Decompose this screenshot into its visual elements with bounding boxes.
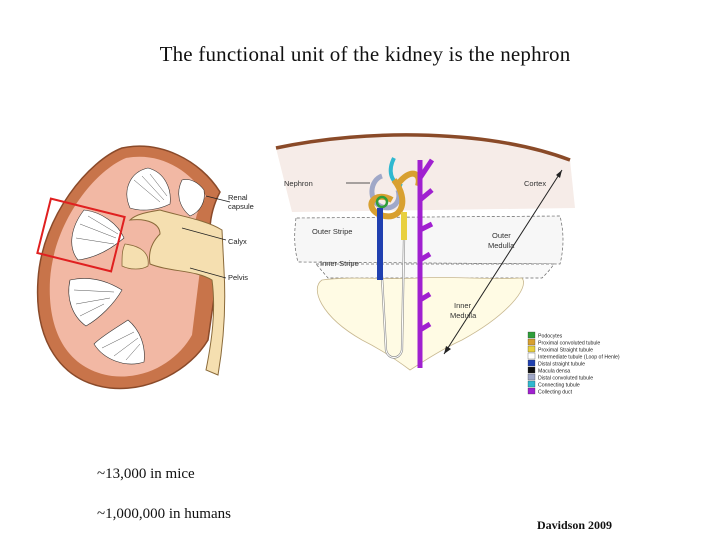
inner-medulla-label-2: Medulla bbox=[450, 311, 477, 320]
outer-medulla-label-2: Medulla bbox=[488, 241, 515, 250]
human-nephron-count: ~1,000,000 in humans bbox=[97, 506, 231, 522]
renal-capsule-label-1: Renal bbox=[228, 193, 248, 202]
glomerulus-icon bbox=[375, 195, 389, 209]
cortex-label: Cortex bbox=[524, 179, 546, 188]
renal-capsule-label-2: capsule bbox=[228, 202, 254, 211]
legend-item: Collecting duct bbox=[527, 387, 573, 396]
svg-text:Intermediate tubule (Loop of H: Intermediate tubule (Loop of Henle) bbox=[538, 355, 620, 361]
legend-item: Distal convoluted tubule bbox=[527, 373, 593, 382]
svg-text:Connecting tubule: Connecting tubule bbox=[538, 383, 580, 389]
svg-text:Distal straight tubule: Distal straight tubule bbox=[538, 362, 585, 368]
legend-item: Proximal convoluted tubule bbox=[527, 338, 600, 347]
inner-medulla-label-1: Inner bbox=[454, 301, 472, 310]
legend-item: Macula densa bbox=[527, 366, 570, 375]
slide-title: The functional unit of the kidney is the… bbox=[159, 42, 571, 66]
svg-text:Podocytes: Podocytes bbox=[538, 334, 563, 340]
kidney-cross-section: Renal capsule Calyx Pelvis bbox=[36, 145, 254, 390]
svg-text:Collecting duct: Collecting duct bbox=[538, 390, 573, 396]
legend-item: Distal straight tubule bbox=[527, 359, 585, 368]
collecting-duct bbox=[417, 158, 435, 368]
legend-item: Intermediate tubule (Loop of Henle) bbox=[527, 352, 620, 361]
kidney-nephron-diagram: Renal capsule Calyx Pelvis bbox=[36, 133, 620, 396]
pelvis-label: Pelvis bbox=[228, 273, 248, 282]
calyx-label: Calyx bbox=[228, 237, 247, 246]
source-credit: Davidson 2009 bbox=[537, 518, 613, 532]
svg-text:Proximal Straight tubule: Proximal Straight tubule bbox=[538, 348, 593, 354]
svg-text:Distal convoluted tubule: Distal convoluted tubule bbox=[538, 376, 593, 382]
legend-item: Podocytes bbox=[527, 331, 563, 340]
svg-text:Proximal convoluted tubule: Proximal convoluted tubule bbox=[538, 341, 600, 347]
inner-stripe-label: Inner Stripe bbox=[320, 259, 359, 268]
nephron-zones: Nephron Cortex Outer Stripe Inner Stripe… bbox=[275, 133, 575, 371]
legend-item: Proximal Straight tubule bbox=[527, 345, 593, 354]
mice-nephron-count: ~13,000 in mice bbox=[97, 466, 195, 482]
nephron-label: Nephron bbox=[284, 179, 313, 188]
outer-stripe-label: Outer Stripe bbox=[312, 227, 352, 236]
selection-box bbox=[36, 197, 126, 273]
legend-item: Connecting tubule bbox=[527, 380, 580, 389]
segment-legend: Podocytes Proximal convoluted tubule Pro… bbox=[527, 331, 620, 396]
outer-medulla-label-1: Outer bbox=[492, 231, 511, 240]
svg-text:Macula densa: Macula densa bbox=[538, 369, 570, 375]
